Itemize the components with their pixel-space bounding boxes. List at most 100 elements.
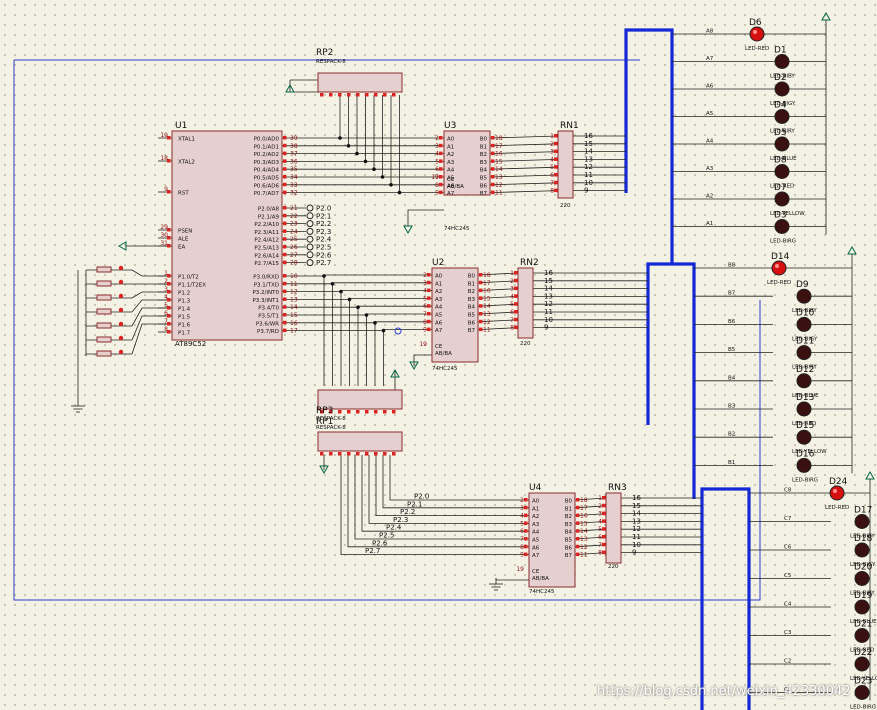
pin-marker bbox=[374, 452, 378, 456]
pushbutton-5[interactable] bbox=[96, 322, 112, 329]
pin-marker bbox=[320, 452, 324, 456]
buffer-b-pin-label: B2 bbox=[468, 289, 475, 295]
buffer-to-resnet-wire bbox=[574, 528, 607, 532]
u4-ce-wire bbox=[495, 578, 529, 581]
pin-marker bbox=[167, 330, 171, 334]
pushbutton-3[interactable] bbox=[96, 294, 112, 301]
led-D22[interactable] bbox=[854, 656, 870, 672]
led-D4[interactable] bbox=[774, 109, 790, 124]
led-D12[interactable] bbox=[796, 373, 812, 389]
led-D18[interactable] bbox=[854, 542, 870, 558]
led-D1[interactable] bbox=[774, 54, 790, 69]
p2-test-point[interactable] bbox=[306, 259, 314, 267]
rp3-resistor-pack[interactable] bbox=[317, 389, 403, 410]
u4-input-label: P2.0 bbox=[414, 493, 429, 501]
led-D6[interactable] bbox=[749, 26, 765, 42]
led-net-label: C8 bbox=[784, 488, 792, 494]
rn3-ref-label: RN3 bbox=[608, 483, 627, 493]
rn2-ref-label: RN2 bbox=[520, 258, 539, 268]
rp1-resistor-pack[interactable] bbox=[317, 431, 403, 452]
led-D10[interactable] bbox=[796, 316, 812, 332]
rn2-resistor-network[interactable] bbox=[517, 267, 534, 339]
pin-marker bbox=[356, 93, 360, 97]
buffer-a-pin-label: A2 bbox=[532, 514, 539, 520]
buffer-b-pin-label: B4 bbox=[468, 305, 476, 311]
led-ref-label: D5 bbox=[774, 128, 787, 138]
led-D24[interactable] bbox=[829, 485, 845, 501]
resnet-left-pin: 5 bbox=[510, 301, 514, 308]
led-D21[interactable] bbox=[854, 628, 870, 643]
pin-marker bbox=[439, 182, 443, 187]
pin-marker bbox=[602, 542, 606, 547]
u2-buffer-chip[interactable] bbox=[431, 267, 479, 363]
led-D19[interactable] bbox=[854, 599, 870, 615]
u1-pin-label: EA bbox=[178, 245, 185, 251]
led-type-label: LED-BIRY bbox=[850, 591, 875, 597]
led-D14[interactable] bbox=[771, 260, 787, 276]
u3-buffer-chip[interactable] bbox=[443, 130, 491, 196]
led-ref-label: D6 bbox=[749, 18, 762, 28]
resnet-left-pin: 2 bbox=[550, 141, 554, 148]
pin-marker bbox=[602, 496, 606, 500]
buffer-b-pin-label: B6 bbox=[468, 320, 476, 326]
u1-microcontroller[interactable] bbox=[171, 130, 283, 341]
pushbutton-7[interactable] bbox=[96, 350, 112, 357]
pin-marker bbox=[283, 151, 287, 156]
led-D13[interactable] bbox=[796, 401, 812, 417]
resnet-left-pin: 4 bbox=[550, 156, 554, 163]
buffer-b-pin-label: B3 bbox=[468, 297, 476, 303]
led-D11[interactable] bbox=[796, 345, 812, 361]
led-D3[interactable] bbox=[774, 219, 790, 234]
buffer-b-pin-number: 17 bbox=[580, 505, 588, 512]
p2-test-point[interactable] bbox=[306, 251, 314, 259]
u4-buffer-chip[interactable] bbox=[528, 492, 576, 588]
buffer-b-pin-number: 15 bbox=[483, 295, 491, 302]
p2-test-point[interactable] bbox=[306, 235, 314, 243]
led-D17[interactable] bbox=[854, 514, 870, 529]
pin-marker bbox=[479, 327, 483, 332]
led-D8[interactable] bbox=[774, 164, 790, 179]
pushbutton-4[interactable] bbox=[96, 308, 112, 315]
rp2-resistor-pack[interactable] bbox=[317, 72, 403, 93]
pushbutton-6[interactable] bbox=[96, 336, 112, 343]
p2-test-point[interactable] bbox=[306, 212, 314, 220]
led-type-label: LED-RED bbox=[825, 505, 849, 511]
rn1-resistor-network[interactable] bbox=[557, 130, 574, 199]
led-D20[interactable] bbox=[854, 571, 870, 586]
rn3-resistor-network[interactable] bbox=[605, 492, 622, 564]
buffer-b-pin-label: B5 bbox=[468, 313, 476, 319]
pin-marker bbox=[524, 529, 528, 533]
pin-marker bbox=[602, 527, 606, 531]
buffer-b-pin-number: 15 bbox=[580, 520, 588, 527]
p2-test-point[interactable] bbox=[306, 243, 314, 251]
p2-test-point[interactable] bbox=[306, 220, 314, 228]
resnet-right-pin: 15 bbox=[632, 502, 641, 510]
led-D15[interactable] bbox=[796, 429, 812, 445]
pushbutton-2[interactable] bbox=[96, 280, 112, 287]
led-type-label: LED-BLUE bbox=[770, 156, 797, 162]
led-D2[interactable] bbox=[774, 81, 790, 97]
buffer-b-pin-label: B6 bbox=[480, 183, 488, 189]
buffer-to-resnet-wire bbox=[489, 182, 559, 186]
resnet-right-pin: 9 bbox=[584, 187, 588, 195]
led-type-label: LED-YELLOW bbox=[792, 449, 827, 455]
pushbutton-1[interactable] bbox=[96, 266, 112, 273]
p2-test-point[interactable] bbox=[306, 204, 314, 212]
pin-marker bbox=[491, 151, 495, 156]
buffer-a-pin-number: 3 bbox=[435, 143, 439, 150]
u4-input-label: P2.4 bbox=[386, 524, 402, 532]
u1-pin-number: 5 bbox=[164, 302, 168, 309]
led-D9[interactable] bbox=[796, 288, 812, 304]
pin-marker bbox=[356, 410, 360, 414]
led-ref-label: D8 bbox=[774, 156, 787, 166]
buffer-b-pin-number: 13 bbox=[495, 174, 503, 181]
led-D16[interactable] bbox=[796, 457, 812, 473]
u1-pin-number: 36 bbox=[290, 158, 298, 165]
led-D7[interactable] bbox=[774, 191, 790, 207]
led-D5[interactable] bbox=[774, 136, 790, 152]
resnet-right-pin: 10 bbox=[584, 179, 593, 187]
pin-marker bbox=[524, 537, 528, 541]
p2-test-point[interactable] bbox=[306, 227, 314, 235]
led-D23[interactable] bbox=[854, 685, 870, 700]
